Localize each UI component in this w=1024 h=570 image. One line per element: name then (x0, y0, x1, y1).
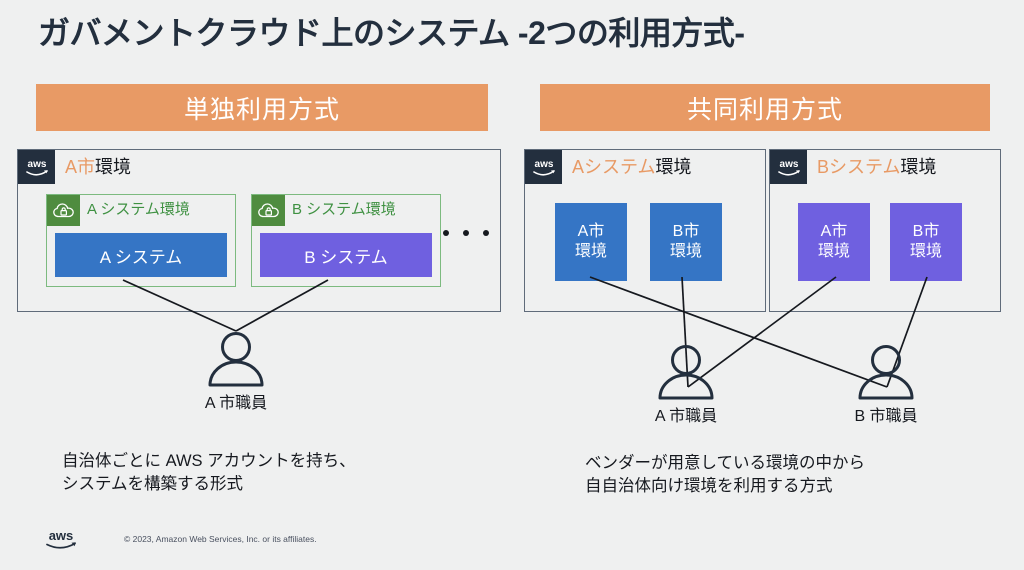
system-environment-box-b: B システム環境 B システム (251, 194, 441, 287)
aws-logo-icon: aws (44, 528, 78, 550)
city-env-box-a1: A市 環境 (555, 203, 627, 281)
city-env-line1: B市 (672, 223, 700, 240)
person-figure-left: A 市職員 (201, 331, 271, 413)
caption-right: ベンダーが用意している環境の中から 自自治体向け環境を利用する方式 (585, 454, 866, 495)
aws-badge-icon: aws (770, 150, 807, 184)
ellipsis-dot (483, 230, 489, 236)
ellipsis-indicator (443, 230, 489, 236)
panel-title-system-b: Bシステム環境 (817, 155, 936, 179)
system-box-b: B システム (260, 233, 432, 277)
aws-account-panel-system-b: aws Bシステム環境 A市 環境 B市 環境 (769, 149, 1001, 312)
person-label-right-b: B 市職員 (854, 408, 918, 425)
section-header-right: 共同利用方式 (540, 84, 990, 131)
person-icon (658, 345, 714, 400)
section-header-left: 単独利用方式 (36, 84, 488, 131)
panel-title-plain: 環境 (900, 157, 937, 177)
system-box-a: A システム (55, 233, 227, 277)
panel-title-plain: 環境 (655, 157, 692, 177)
city-env-line2: 環境 (909, 243, 942, 260)
panel-title-accent: Bシステム (817, 157, 901, 177)
panel-title-system-a: Aシステム環境 (572, 155, 691, 179)
system-environment-label-a: A システム環境 (87, 201, 190, 218)
city-env-line2: 環境 (669, 243, 702, 260)
svg-text:aws: aws (49, 528, 74, 543)
person-icon (208, 332, 264, 387)
aws-account-panel-left: aws A市環境 A システム環境 A システム (17, 149, 501, 312)
svg-text:aws: aws (779, 159, 798, 170)
person-figure-right-a: A 市職員 (651, 344, 721, 426)
caption-left: 自治体ごとに AWS アカウントを持ち、 システムを構築する形式 (62, 452, 356, 493)
svg-text:aws: aws (27, 159, 46, 170)
city-env-line2: 環境 (817, 243, 850, 260)
panel-title-plain: 環境 (95, 157, 132, 177)
ellipsis-dot (443, 230, 449, 236)
city-env-box-b1: A市 環境 (798, 203, 870, 281)
city-env-line1: A市 (577, 223, 605, 240)
city-env-box-b2: B市 環境 (890, 203, 962, 281)
aws-account-panel-system-a: aws Aシステム環境 A市 環境 B市 環境 (524, 149, 766, 312)
system-environment-label-b: B システム環境 (292, 201, 396, 218)
city-env-line1: B市 (912, 223, 940, 240)
person-icon (858, 345, 914, 400)
aws-badge-icon: aws (18, 150, 55, 184)
panel-title-left: A市環境 (65, 155, 131, 179)
city-env-line2: 環境 (574, 243, 607, 260)
person-label-left: A 市職員 (204, 395, 268, 412)
svg-text:aws: aws (534, 159, 553, 170)
person-figure-right-b: B 市職員 (851, 344, 921, 426)
panel-title-accent: A市 (65, 157, 96, 177)
panel-title-accent: Aシステム (572, 157, 656, 177)
footer: aws © 2023, Amazon Web Services, Inc. or… (44, 528, 317, 550)
cloud-lock-icon (47, 195, 80, 226)
cloud-lock-icon (252, 195, 285, 226)
aws-badge-icon: aws (525, 150, 562, 184)
system-environment-box-a: A システム環境 A システム (46, 194, 236, 287)
ellipsis-dot (463, 230, 469, 236)
page-title: ガバメントクラウド上のシステム -2つの利用方式- (38, 15, 745, 51)
person-label-right-a: A 市職員 (654, 408, 718, 425)
copyright-text: © 2023, Amazon Web Services, Inc. or its… (124, 534, 317, 544)
city-env-line1: A市 (820, 223, 848, 240)
city-env-box-a2: B市 環境 (650, 203, 722, 281)
